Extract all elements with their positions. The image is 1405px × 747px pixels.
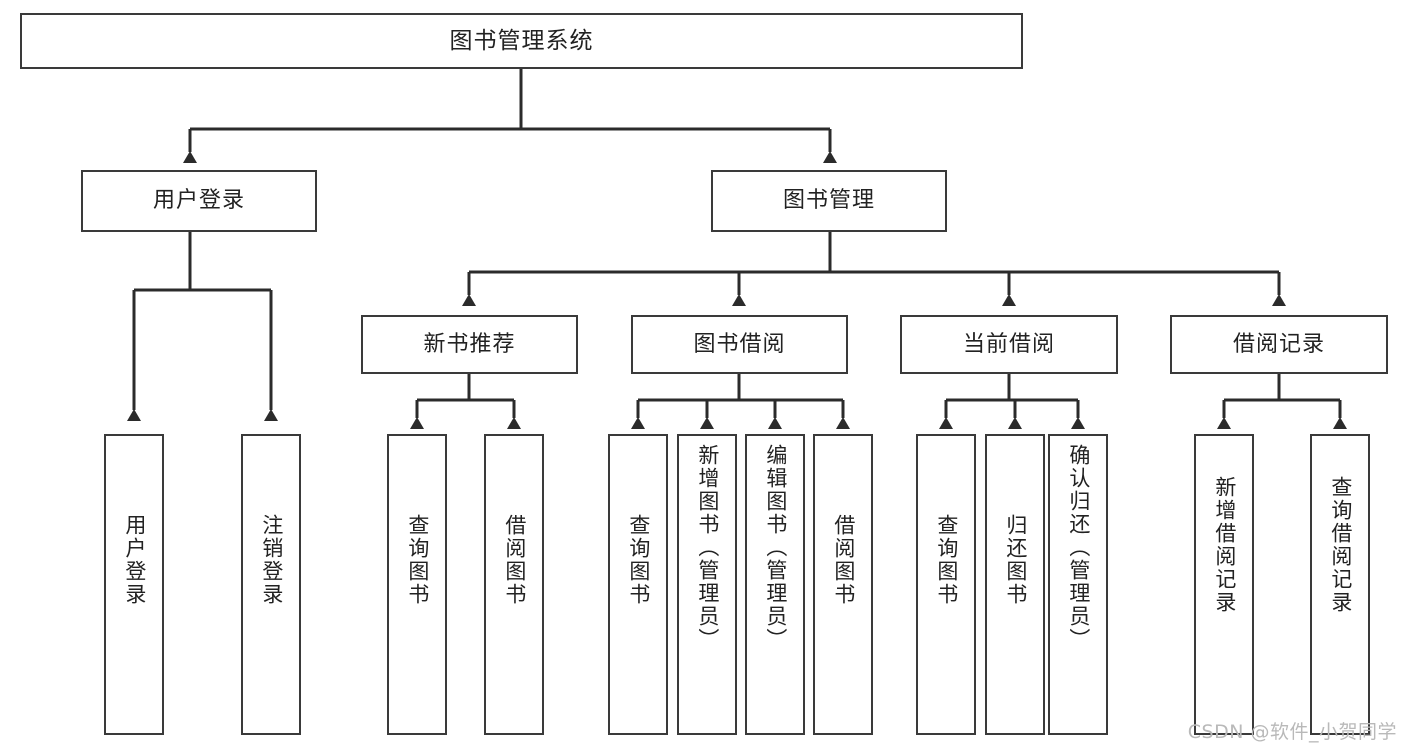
node-leaf-book-borrow-add-label: 新增图书（管理员） [695,444,720,651]
node-leaf-current-borrow-return-label: 归还图书 [1003,514,1028,606]
node-leaf-new-book-borrow-label: 借阅图书 [502,514,527,606]
node-leaf-current-borrow-confirm-label: 确认归还（管理员） [1066,444,1091,651]
node-current-borrow[interactable]: 当前借阅 [900,315,1118,374]
node-new-book-recommend[interactable]: 新书推荐 [361,315,578,374]
node-leaf-borrow-record-query-label: 查询借阅记录 [1328,476,1353,614]
node-book-borrow[interactable]: 图书借阅 [631,315,848,374]
node-leaf-user-login-signout[interactable]: 注销登录 [241,434,301,735]
node-root-system-label: 图书管理系统 [449,27,594,54]
node-leaf-book-borrow-edit-label: 编辑图书（管理员） [763,444,788,651]
node-leaf-new-book-borrow[interactable]: 借阅图书 [484,434,544,735]
node-leaf-borrow-record-add-label: 新增借阅记录 [1212,476,1237,614]
node-leaf-user-login-signout-label: 注销登录 [259,514,284,606]
node-leaf-new-book-query[interactable]: 查询图书 [387,434,447,735]
node-new-book-recommend-label: 新书推荐 [423,331,516,357]
node-root-system[interactable]: 图书管理系统 [20,13,1023,69]
node-leaf-user-login-signin[interactable]: 用户登录 [104,434,164,735]
node-leaf-book-borrow-borrow-label: 借阅图书 [831,514,856,606]
node-borrow-record-label: 借阅记录 [1232,331,1325,357]
node-leaf-book-borrow-add[interactable]: 新增图书（管理员） [677,434,737,735]
node-user-login-label: 用户登录 [152,188,245,213]
node-leaf-current-borrow-confirm[interactable]: 确认归还（管理员） [1048,434,1108,735]
node-leaf-current-borrow-return[interactable]: 归还图书 [985,434,1045,735]
node-leaf-book-borrow-edit[interactable]: 编辑图书（管理员） [745,434,805,735]
node-leaf-book-borrow-borrow[interactable]: 借阅图书 [813,434,873,735]
node-book-manage[interactable]: 图书管理 [711,170,947,232]
node-user-login[interactable]: 用户登录 [81,170,317,232]
node-leaf-current-borrow-query-label: 查询图书 [934,514,959,606]
node-leaf-book-borrow-query[interactable]: 查询图书 [608,434,668,735]
csdn-watermark: CSDN @软件_小贺同学 [1187,721,1397,743]
node-leaf-borrow-record-add[interactable]: 新增借阅记录 [1194,434,1254,735]
node-current-borrow-label: 当前借阅 [962,331,1055,357]
node-book-manage-label: 图书管理 [782,188,875,213]
node-leaf-new-book-query-label: 查询图书 [405,514,430,606]
node-borrow-record[interactable]: 借阅记录 [1170,315,1388,374]
node-leaf-book-borrow-query-label: 查询图书 [626,514,651,606]
node-leaf-user-login-signin-label: 用户登录 [122,514,147,606]
node-leaf-current-borrow-query[interactable]: 查询图书 [916,434,976,735]
node-leaf-borrow-record-query[interactable]: 查询借阅记录 [1310,434,1370,735]
node-book-borrow-label: 图书借阅 [693,331,786,357]
